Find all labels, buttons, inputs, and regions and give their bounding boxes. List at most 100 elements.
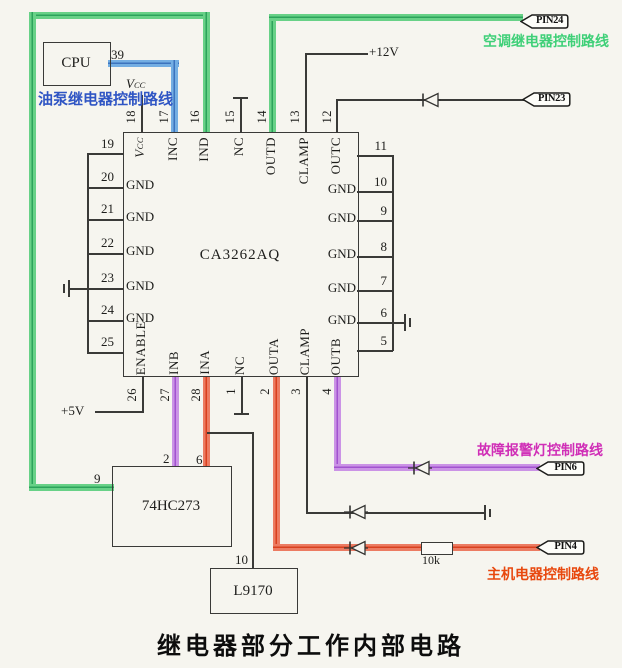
- pin-label-clamp: CLAMP: [297, 327, 312, 375]
- driver-label: L9170: [233, 583, 273, 599]
- pin-label-gnd: GND: [327, 312, 356, 327]
- pin24-stub: [87, 320, 124, 322]
- pin-number-left: 19: [101, 136, 114, 151]
- pin-number-left: 24: [101, 302, 114, 317]
- diode-icon: [344, 540, 368, 556]
- pin5-stub: [357, 350, 393, 352]
- pin-number-left: 25: [101, 334, 114, 349]
- connector-pin6: PIN6: [536, 461, 585, 476]
- red-wire-ina: [203, 376, 210, 467]
- pin-label-inc: INC: [165, 137, 180, 161]
- route-label-fault-alarm: 故障报警灯控制路线: [477, 442, 603, 458]
- pin-label-ind: IND: [196, 137, 211, 162]
- connector-pin4: PIN4: [536, 540, 585, 555]
- pin22-stub: [87, 253, 124, 255]
- ground-bar-short: [489, 509, 491, 517]
- pin-number-left: 23: [101, 270, 114, 285]
- red-wire-outa: [273, 376, 280, 551]
- route-label-air-conditioner: 空调继电器控制路线: [483, 33, 609, 49]
- pin21-stub: [87, 219, 124, 221]
- red-wire-to-pin4: [273, 544, 540, 551]
- cpu-label: CPU: [61, 55, 91, 71]
- ground-bar-tall: [404, 314, 406, 331]
- pin19-stub: [87, 153, 124, 155]
- right-gnd-bus: [392, 155, 394, 351]
- green-loop-wire-top: [29, 12, 210, 19]
- pin12-outc-wire-v: [336, 100, 338, 133]
- blue-wire-cpu: [108, 60, 179, 67]
- purple-wire-inb: [172, 376, 179, 467]
- rail-12v-label: +12V: [369, 44, 399, 59]
- pin-number-top: 13: [288, 110, 302, 124]
- pin18-vcc-stub: [141, 95, 143, 133]
- pin3-clamp-wire-v: [306, 377, 308, 513]
- pin7-stub: [357, 290, 393, 292]
- pin-number-bottom: 27: [158, 388, 172, 402]
- pin-label-clamp: CLAMP: [296, 137, 311, 185]
- chip-name: CA3262AQ: [199, 247, 281, 263]
- pin-label-gnd: GND: [126, 177, 155, 192]
- pin10-stub: [357, 191, 393, 193]
- pin13-to-12v-wire: [305, 53, 368, 55]
- pin1-nc-cap: [234, 413, 249, 415]
- route-label-main-engine: 主机电器控制路线: [487, 566, 599, 582]
- resistor-value: 10k: [422, 553, 440, 567]
- pin11-stub: [357, 155, 393, 157]
- purple-wire-to-pin6: [334, 464, 540, 471]
- pin-number-left: 20: [101, 169, 114, 184]
- pin-label-ina: INA: [197, 350, 212, 375]
- pin20-stub: [87, 187, 124, 189]
- pin-number-right: 11: [374, 138, 387, 153]
- pin-number-right: 9: [380, 203, 388, 218]
- pin23-stub-to-ground: [70, 288, 124, 290]
- ina-branch-wire-to-l9170: [252, 432, 254, 569]
- cpu-pin39-label: 39: [111, 47, 124, 62]
- pin-label-inb: INB: [166, 351, 181, 375]
- diagram-title: 继电器部分工作内部电路: [157, 633, 465, 660]
- pin-label-vcc: VCC: [132, 137, 147, 158]
- pin-label-gnd: GND: [327, 210, 356, 225]
- cpu-box: [43, 42, 111, 86]
- pin25-stub: [87, 352, 124, 354]
- diode-icon: [344, 504, 368, 520]
- pin-label-gnd: GND: [126, 278, 155, 293]
- vcc-rail-label: VCC: [126, 76, 146, 91]
- pin26-to-5v-wire: [95, 411, 144, 413]
- pin-label-outa: OUTA: [266, 337, 281, 375]
- chip-body: [123, 132, 359, 377]
- pin15-nc-stub: [240, 98, 242, 133]
- ground-bar-short: [63, 284, 65, 293]
- green-wire-pin14: [269, 14, 276, 133]
- latch-pin6-label: 6: [196, 452, 203, 467]
- pin1-nc-stub: [241, 377, 243, 414]
- pin-number-left: 22: [101, 235, 114, 250]
- pin-number-top: 15: [223, 110, 237, 124]
- pin-number-top: 17: [157, 110, 171, 124]
- resistor: [421, 542, 453, 555]
- pin-label-outc: OUTC: [328, 137, 343, 175]
- blue-wire-to-pin17: [171, 60, 178, 133]
- pin-label-gnd: GND: [327, 246, 356, 261]
- pin-number-left: 21: [101, 201, 114, 216]
- pin-label-outb: OUTB: [328, 337, 343, 375]
- pin-number-right: 8: [380, 239, 388, 254]
- latch-pin2-label: 2: [163, 451, 170, 466]
- pin-label-gnd: GND: [126, 243, 155, 258]
- pin-number-top: 14: [255, 110, 269, 124]
- pin-number-top: 12: [320, 110, 334, 124]
- pin-number-bottom: 2: [258, 388, 272, 395]
- pin-label-enable: ENABLE: [133, 320, 148, 375]
- pin-number-bottom: 1: [224, 388, 238, 395]
- ground-bar-tall: [68, 280, 70, 297]
- green-loop-wire-to-pin16: [203, 12, 210, 133]
- pin-number-bottom: 26: [125, 388, 139, 402]
- driver-l9170-box: [210, 568, 298, 614]
- driver-pin10-label: 10: [235, 552, 248, 567]
- green-wire-to-pin24: [269, 14, 523, 21]
- pin9-stub: [357, 220, 393, 222]
- pin-number-bottom: 3: [289, 388, 303, 395]
- pin-number-right: 6: [380, 305, 388, 320]
- pin-label-gnd: GND: [126, 310, 155, 325]
- ground-bar-tall: [484, 505, 486, 520]
